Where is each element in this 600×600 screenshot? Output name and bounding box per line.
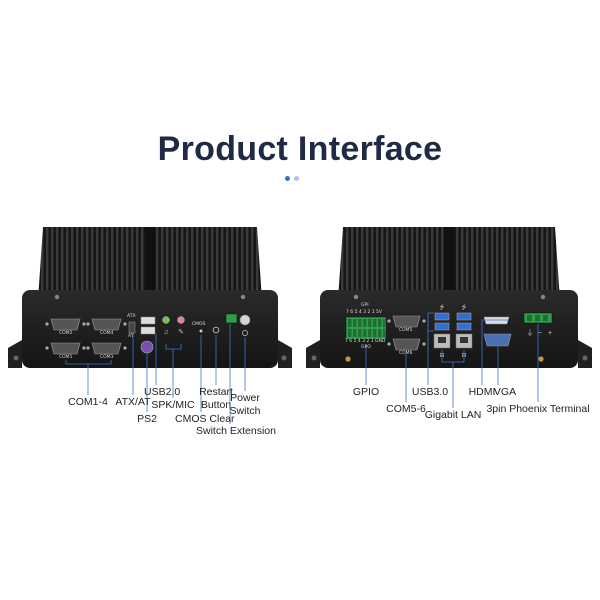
label-spk-mic: SPK/MIC [151, 399, 195, 411]
antenna-mount [345, 356, 351, 362]
screw-icon [582, 355, 588, 361]
com6-port [392, 338, 421, 351]
screw-icon [240, 294, 246, 300]
gpi-silkscreen: GPI [361, 303, 369, 308]
label-ps2: PS2 [137, 413, 157, 425]
left-leader-lines [65, 324, 246, 424]
power-button [239, 314, 251, 326]
speaker-jack [162, 316, 170, 324]
screw-icon [311, 355, 317, 361]
label-restart-line2: Button [200, 399, 232, 411]
cmos-silkscreen: CMOS [192, 322, 206, 327]
screw-icon [281, 355, 287, 361]
usb2-port [140, 326, 156, 335]
usb2-port [140, 316, 156, 325]
com3-port [91, 342, 122, 355]
screw-icon [54, 294, 60, 300]
label-hdmi: HDMI [468, 386, 496, 398]
atx-at-switch [128, 321, 136, 334]
label-gpio: GPIO [352, 386, 380, 398]
usb-icon: ⭍ [440, 303, 445, 311]
usb3-port [456, 322, 472, 331]
indicator-dot-active [285, 176, 290, 181]
label-com5-6: COM5-6 [386, 403, 426, 415]
usb-icon: ⭍ [462, 303, 467, 311]
at-silkscreen: AT [128, 334, 134, 339]
label-restart-line1: Restart [199, 386, 233, 398]
right-mount-bracket-right [578, 340, 592, 368]
left-mount-bracket-left [8, 340, 22, 368]
com1-silkscreen: COM1 [59, 355, 73, 360]
label-power-line1: Power [230, 392, 260, 404]
mic-jack [177, 316, 185, 324]
usb3-port [434, 312, 450, 321]
ground-icon: ⏚ [527, 329, 534, 337]
label-vga: VGA [493, 386, 517, 398]
title-indicator-dots [285, 176, 315, 182]
label-com1-4: COM1-4 [68, 396, 108, 408]
atx-silkscreen: ATX [127, 314, 136, 319]
left-mount-bracket-right [278, 340, 292, 368]
screw-icon [353, 294, 359, 300]
restart-icon [212, 326, 220, 334]
screw-icon [540, 294, 546, 300]
cmos-clear-hole [199, 329, 203, 333]
label-switch-extension: Switch Extension [196, 425, 276, 437]
com6-silkscreen: COM6 [399, 351, 413, 356]
right-heatsink-groove [444, 227, 454, 299]
page-title: Product Interface [157, 130, 443, 168]
ps2-port [140, 340, 154, 354]
switch-extension-terminal [225, 313, 238, 324]
com-port-group [45, 318, 127, 355]
gpo-pins-silkscreen: 7 6 5 4 3 2 1 GND [345, 339, 386, 344]
label-gigabit-lan: Gigabit LAN [424, 409, 482, 421]
mic-icon: ✎ [178, 329, 184, 336]
left-heatsink-groove [145, 227, 155, 299]
minus-icon: − [538, 330, 542, 337]
com4-silkscreen: COM4 [100, 331, 114, 336]
com5-silkscreen: COM5 [399, 328, 413, 333]
label-power-line2: Switch [229, 405, 261, 417]
headphone-icon: ♫ [163, 329, 168, 336]
com5-port [392, 315, 421, 328]
hdmi-port [483, 316, 510, 325]
plus-icon: + [548, 330, 552, 337]
com2-port [50, 318, 81, 331]
right-device: ⭍ ⭍ ⊞ ⊞ ⏚ − + [306, 227, 592, 368]
label-cmos-clear: CMOS Clear [175, 413, 235, 425]
label-atx-at: ATX/AT [115, 396, 151, 408]
label-usb2: USB2.0 [144, 386, 181, 398]
gpo-silkscreen: GPO [361, 345, 371, 350]
com3-silkscreen: COM3 [100, 355, 114, 360]
com4-port [91, 318, 122, 331]
label-usb3: USB3.0 [411, 386, 449, 398]
usb3-port [434, 322, 450, 331]
power-icon [242, 330, 248, 336]
usb3-port [456, 312, 472, 321]
indicator-dot-inactive [294, 176, 299, 181]
label-phoenix-terminal: 3pin Phoenix Terminal [486, 403, 590, 415]
right-mount-bracket-left [306, 340, 320, 368]
com2-silkscreen: COM2 [59, 331, 73, 336]
screw-icon [13, 355, 19, 361]
gpi-pins-silkscreen: 7 6 5 4 3 2 1 5V [346, 310, 382, 315]
right-leader-lines [365, 312, 539, 408]
antenna-mount [538, 356, 544, 362]
vga-port [483, 333, 512, 347]
left-device: ♫ ✎ [8, 227, 292, 368]
com1-port [50, 342, 81, 355]
